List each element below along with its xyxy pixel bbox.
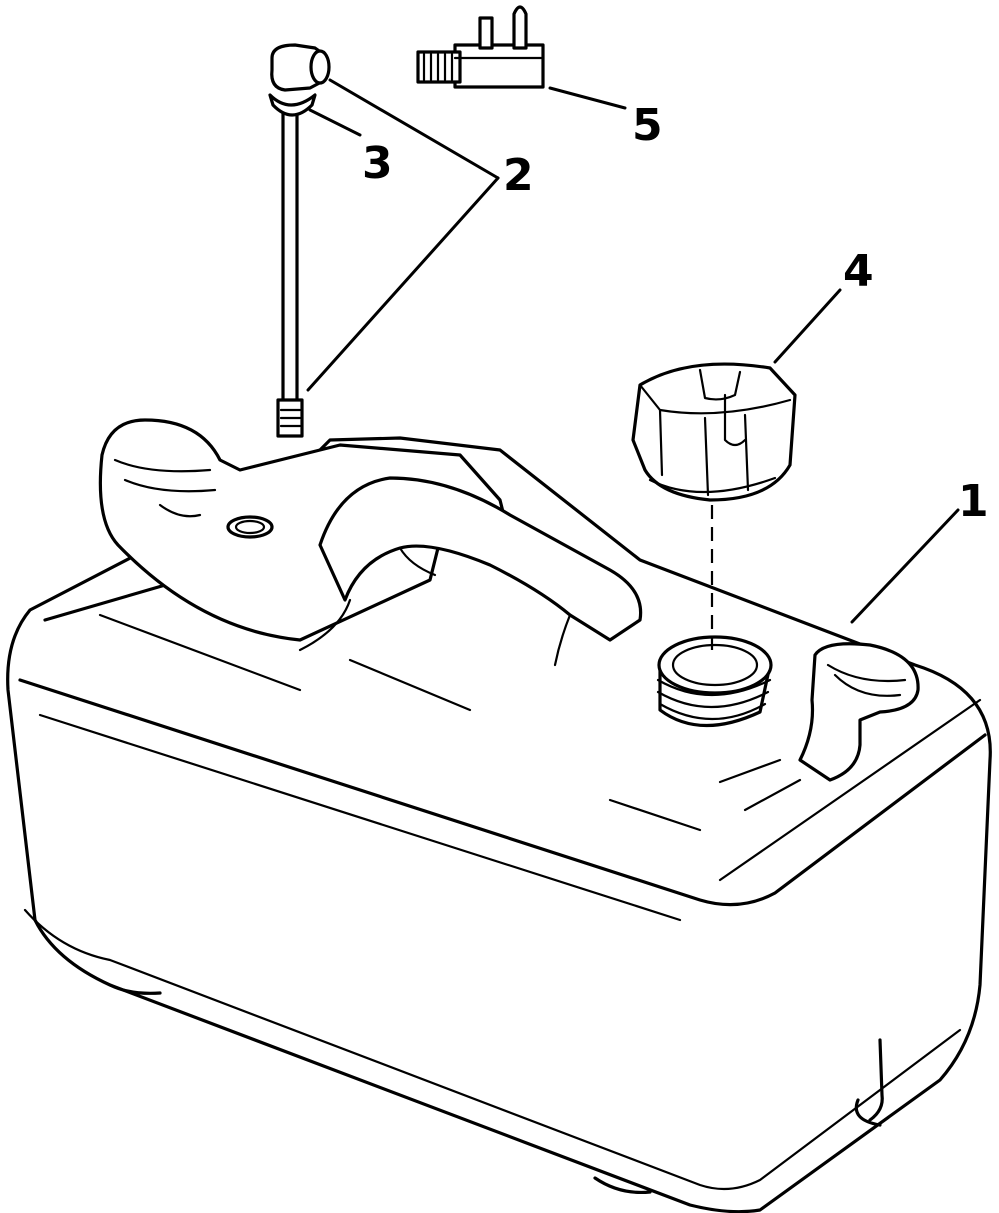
tank-carry-handle [298,476,643,667]
fuel-connector [416,5,545,89]
tank-filler-neck [656,635,773,728]
leader-lines [306,78,960,624]
callout-2: 2 [503,150,534,201]
callout-1: 1 [958,476,989,527]
callout-5: 5 [632,100,663,151]
filler-cap [631,362,797,502]
tank-rear-ledge [98,418,507,642]
callout-3: 3 [362,138,393,189]
tank-front-boss [798,642,920,782]
callout-4: 4 [843,246,874,297]
fuel-pickup-tube [268,43,331,438]
